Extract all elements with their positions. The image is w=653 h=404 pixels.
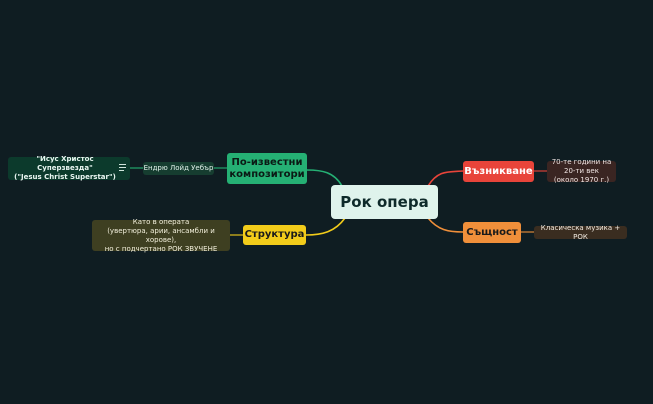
subtopic-struktura-detail[interactable]: Като в операта (увертюра, арии, ансамбли… <box>92 218 230 253</box>
link-central-struktura <box>305 217 346 236</box>
subtopic-composer[interactable]: Ендрю Лойд Уебър <box>143 162 214 175</box>
topic-sashtnost[interactable]: Същност <box>463 222 521 243</box>
topic-vaznikvane[interactable]: Възникване <box>463 161 534 182</box>
subtopic-work[interactable]: "Исус Христос Суперзвезда" ("Jesus Chris… <box>8 155 130 181</box>
notes-icon[interactable] <box>119 164 126 171</box>
work-title: "Исус Христос Суперзвезда" ("Jesus Chris… <box>14 155 116 181</box>
link-central-kompozitori <box>306 169 343 187</box>
central-topic[interactable]: Рок опера <box>331 185 438 219</box>
subtopic-sashtnost-detail[interactable]: Класическа музика + РОК <box>534 224 627 241</box>
topic-kompozitori[interactable]: По-известни композитори <box>227 153 307 184</box>
subtopic-vaznikvane-detail[interactable]: 70-те години на 20-ти век (около 1970 г.… <box>547 158 616 184</box>
link-central-vaznikvane <box>427 170 464 187</box>
link-central-sashtnost <box>427 217 464 233</box>
topic-struktura[interactable]: Структура <box>243 225 306 245</box>
